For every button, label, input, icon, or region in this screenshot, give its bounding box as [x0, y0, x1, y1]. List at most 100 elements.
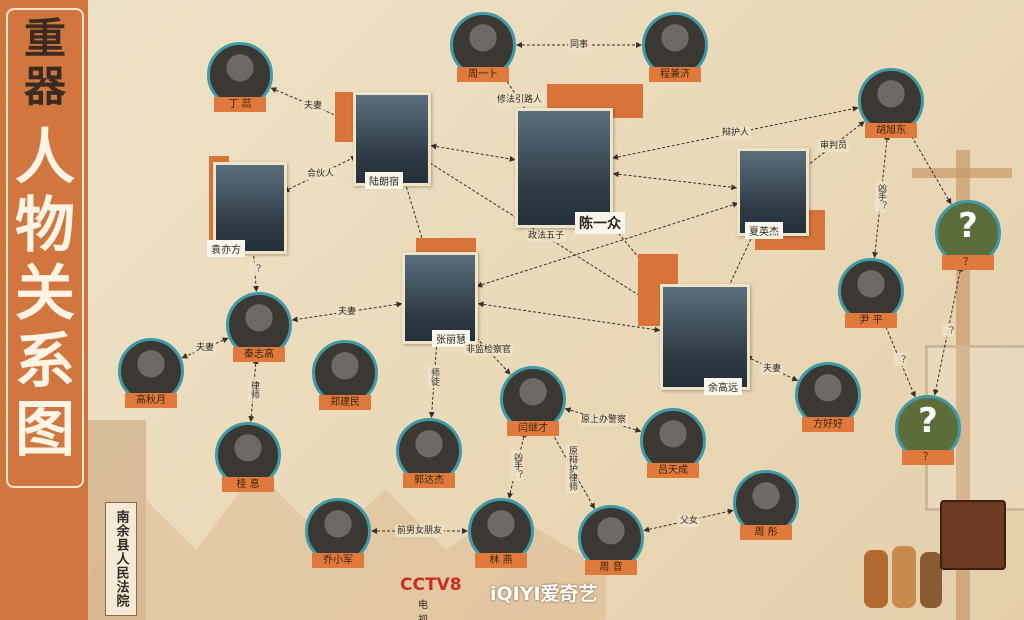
portrait-photo [402, 252, 478, 344]
edge-label: 原辩护律师 [566, 444, 578, 493]
character-avatar-qin: 秦志高 [226, 292, 292, 362]
edge-lu-chen [430, 143, 516, 162]
edge-label: 凶手？ [511, 450, 523, 481]
character-name: 方好好 [802, 417, 854, 432]
character-avatar-qiao: 乔小军 [305, 498, 371, 568]
edge-label: 夫妻 [194, 342, 217, 354]
edge-label: 原上办警察 [579, 414, 629, 426]
edge-label: ？ [942, 324, 954, 337]
question-mark-icon: ? [958, 206, 978, 246]
edge-label: ？ [894, 353, 906, 366]
edge-lv-yan [564, 407, 642, 433]
background-utility-pole-bar [912, 168, 1012, 178]
character-avatar-zhou: 周一卜 [450, 12, 516, 82]
edge-label: 同事 [568, 39, 591, 51]
portrait-photo [213, 162, 287, 254]
character-avatar-zhoutong: 周 彤 [733, 470, 799, 540]
character-name: 张丽慧 [432, 330, 470, 347]
character-name: ？ [902, 450, 954, 465]
portrait-photo [660, 284, 750, 390]
edge-label: 非监检察官 [464, 344, 514, 356]
character-name: 胡旭东 [865, 123, 917, 138]
character-avatar-fang: 方好好 [795, 362, 861, 432]
character-name: 丁 蕊 [214, 97, 266, 112]
edge-label: 合伙人 [305, 168, 337, 180]
character-name: 周 音 [585, 560, 637, 575]
title-char: 物 [15, 191, 75, 261]
character-name: 袁亦方 [207, 240, 245, 257]
unknown-character-q2: ?？ [895, 395, 961, 465]
character-name: 程兼济 [649, 67, 701, 82]
character-name: 余高远 [704, 378, 742, 395]
portrait-photo [515, 108, 613, 228]
title-char: 人 [15, 123, 75, 193]
character-name: 高秋月 [125, 393, 177, 408]
edge-q1-huxu [907, 129, 952, 205]
edge-yuan-lu [283, 155, 357, 192]
edge-yan-lin [507, 431, 527, 499]
character-name: 秦志高 [233, 347, 285, 362]
character-name: 桂 息 [222, 477, 274, 492]
portrait-photo [353, 92, 431, 186]
character-avatar-zheng: 郑建民 [312, 340, 378, 410]
edge-zhang-yu [477, 301, 661, 333]
edge-label: 辩护人 [720, 127, 752, 139]
character-name: 夏英杰 [745, 222, 783, 239]
title-char: 关 [15, 259, 75, 329]
edge-label: 审判员 [818, 140, 850, 152]
character-name: 闫继才 [507, 421, 559, 436]
background-radio [940, 500, 1006, 570]
title-char: 系 [15, 327, 75, 397]
character-name: 尹 平 [845, 313, 897, 328]
character-avatar-yan: 闫继才 [500, 366, 566, 436]
edge-label: 师徒 [428, 366, 440, 388]
character-avatar-huxu: 胡旭东 [858, 68, 924, 138]
title-char: 重 [23, 14, 66, 63]
character-name: 陈一众 [575, 212, 625, 234]
court-sign: 南余县人民法院 [105, 502, 137, 616]
character-avatar-yin: 尹 平 [838, 258, 904, 328]
edge-qin-gao [181, 337, 229, 359]
edge-label: 律师 [248, 379, 260, 401]
character-name: 乔小军 [312, 553, 364, 568]
unknown-character-q1: ?？ [935, 200, 1001, 270]
edge-label: 父女 [678, 515, 701, 527]
cctv-sub-label: 电视剧 [418, 600, 428, 620]
portrait-photo [737, 148, 809, 236]
question-mark-icon: ? [918, 401, 938, 441]
character-name: 周 彤 [740, 525, 792, 540]
character-avatar-gui: 桂 息 [215, 422, 281, 492]
character-avatar-cheng: 程兼济 [642, 12, 708, 82]
character-name: 陆朗宿 [365, 172, 403, 189]
character-avatar-lin: 林 燕 [468, 498, 534, 568]
cctv-logo: CCTV8 [400, 575, 462, 595]
title-frame: 重 器 人 物 关 系 图 [6, 8, 84, 488]
character-avatar-gao: 高秋月 [118, 338, 184, 408]
edge-label: ？ [249, 262, 261, 275]
character-name: ？ [942, 255, 994, 270]
iqiyi-logo: iQIYI爱奇艺 [490, 583, 598, 605]
character-name: 郑建民 [319, 395, 371, 410]
title-char: 图 [15, 395, 75, 465]
character-name: 吕天成 [647, 463, 699, 478]
edge-label: 夫妻 [761, 363, 784, 375]
character-avatar-guo: 郭达杰 [396, 418, 462, 488]
title-band: 重 器 人 物 关 系 图 [0, 0, 88, 620]
edge-chen-huxu [612, 105, 859, 160]
edge-xia-huxu [801, 121, 865, 171]
background-jars [864, 546, 942, 608]
edge-label: 夫妻 [302, 100, 325, 112]
character-avatar-zhouyin: 周 音 [578, 505, 644, 575]
character-name: 郭达杰 [403, 473, 455, 488]
edge-label: 政法五子 [526, 230, 567, 242]
character-name: 林 燕 [475, 553, 527, 568]
edge-label: 夫妻 [336, 306, 359, 318]
character-avatar-ding: 丁 蕊 [207, 42, 273, 112]
edge-label: 前男女朋友 [395, 525, 445, 537]
character-name: 周一卜 [457, 67, 509, 82]
edge-label: 修法引路人 [495, 94, 545, 106]
edge-chen-xia [612, 171, 738, 191]
title-char: 器 [23, 62, 66, 111]
